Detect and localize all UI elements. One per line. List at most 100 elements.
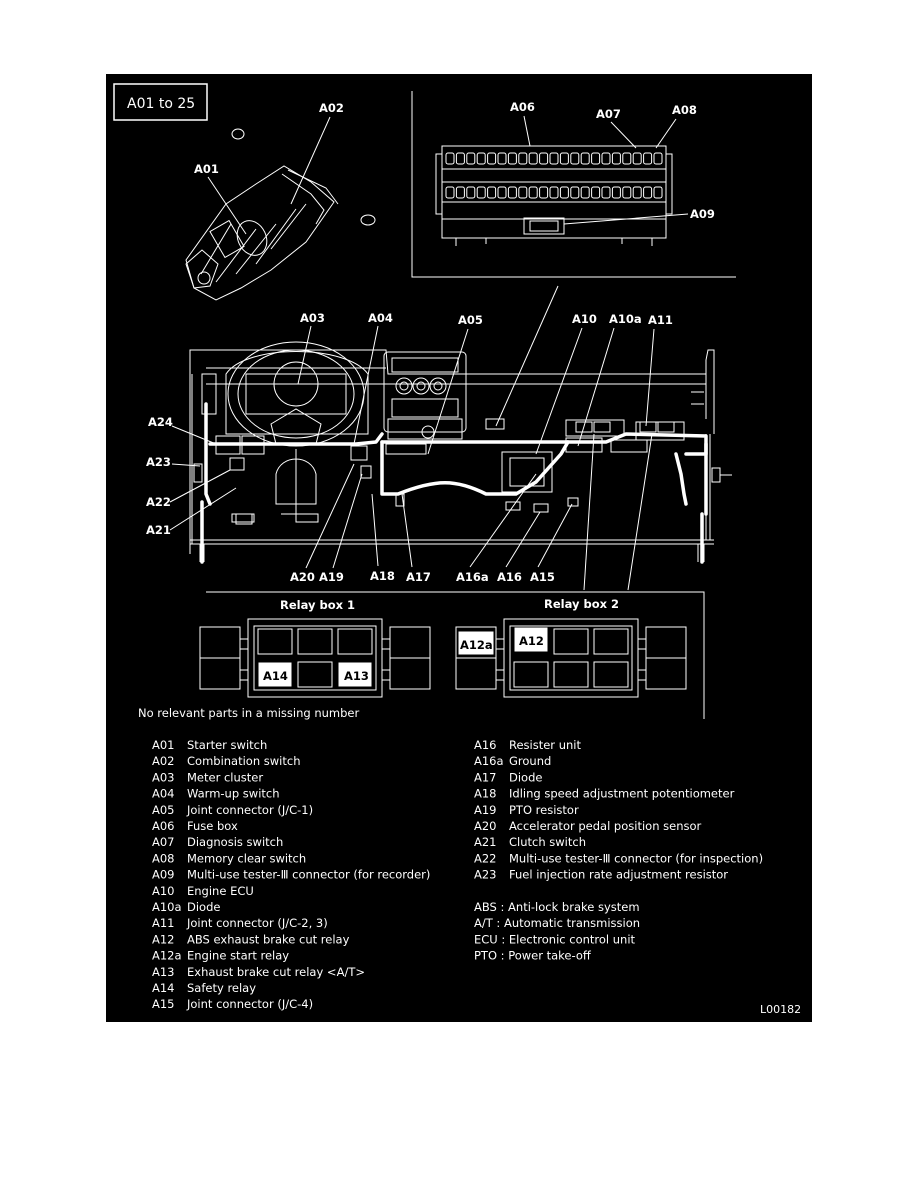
fuse-slot: [570, 186, 580, 199]
fuse-slot: [497, 186, 507, 199]
fuse-slot: [632, 186, 642, 199]
relay-slot-a12: A12: [519, 634, 544, 648]
callout-a11: A11: [648, 313, 673, 327]
legend-code: A12: [152, 932, 175, 946]
fuse-slot: [580, 186, 590, 199]
callout-a05: A05: [458, 313, 483, 327]
fuse-slot: [528, 186, 538, 199]
legend-code: A07: [152, 835, 175, 849]
legend-description: Exhaust brake cut relay <A/T>: [187, 965, 365, 979]
callout-a24: A24: [148, 415, 173, 429]
callout-labels: A01 A02 A06 A07 A08 A09 A03 A04 A05 A10 …: [146, 100, 715, 591]
fuse-slot: [466, 186, 476, 199]
legend-description: Accelerator pedal position sensor: [509, 819, 702, 833]
legend-description: Resister unit: [509, 738, 581, 752]
fuse-slot: [591, 186, 601, 199]
legend-code: A22: [474, 851, 497, 865]
callout-a18: A18: [370, 569, 395, 583]
relay-slot-a13: A13: [344, 669, 369, 683]
fuse-slot: [455, 152, 465, 165]
legend-description: ABS exhaust brake cut relay: [187, 932, 350, 946]
legend-description: Multi-use tester-Ⅲ connector (for record…: [187, 868, 430, 882]
legend-code: A18: [474, 787, 497, 801]
fuse-slot: [591, 152, 601, 165]
legend-description: Joint connector (J/C-1): [186, 803, 313, 817]
title-box: [113, 83, 208, 121]
callout-a02: A02: [319, 101, 344, 115]
legend-code: A19: [474, 803, 497, 817]
legend-code: A15: [152, 997, 175, 1011]
legend-code: A05: [152, 803, 175, 817]
fuse-slot: [528, 152, 538, 165]
callout-a04: A04: [368, 311, 393, 325]
fuse-slot: [549, 186, 559, 199]
legend-code: A21: [474, 835, 497, 849]
legend-code: A04: [152, 787, 175, 801]
fuse-slot: [455, 186, 465, 199]
legend-description: Fuel injection rate adjustment resistor: [509, 868, 728, 882]
fuse-slot: [518, 186, 528, 199]
fuse-slot: [570, 152, 580, 165]
callout-a03: A03: [300, 311, 325, 325]
legend-description: Ground: [509, 754, 551, 768]
legend-code: A10a: [152, 900, 182, 914]
legend-code: A06: [152, 819, 175, 833]
callout-a23: A23: [146, 455, 171, 469]
callout-a21: A21: [146, 523, 171, 537]
abbreviation-entry: ABS : Anti-lock brake system: [474, 900, 640, 914]
callout-a16a: A16a: [456, 570, 489, 584]
fuse-slot: [445, 186, 455, 199]
callout-a19: A19: [319, 570, 344, 584]
missing-number-note: No relevant parts in a missing number: [138, 706, 359, 720]
fuse-slot: [622, 186, 632, 199]
relay-box-2-title: Relay box 2: [544, 597, 619, 611]
legend-code: A14: [152, 981, 175, 995]
legend-description: Engine ECU: [187, 884, 254, 898]
callout-a09: A09: [690, 207, 715, 221]
abbreviation-entry: ECU : Electronic control unit: [474, 932, 636, 946]
fuse-slot: [580, 152, 590, 165]
legend-description: Fuse box: [187, 819, 238, 833]
fuse-slot: [632, 152, 642, 165]
component-location-diagram: A01 to 25: [113, 83, 801, 1016]
legend-code: A20: [474, 819, 497, 833]
fuse-slot: [507, 186, 517, 199]
legend-description: Engine start relay: [187, 949, 289, 963]
fuse-slot: [601, 186, 611, 199]
legend-code: A16: [474, 738, 497, 752]
dashboard-illustration: [189, 341, 732, 564]
legend-code: A09: [152, 868, 175, 882]
fuse-slot: [643, 152, 653, 165]
legend-code: A03: [152, 770, 175, 784]
abbreviation-entry: A/T : Automatic transmission: [474, 916, 640, 930]
fuse-slot: [445, 152, 455, 165]
fuse-slot: [559, 186, 569, 199]
legend-description: Combination switch: [187, 754, 301, 768]
fuse-slot: [653, 186, 663, 199]
legend-code: A02: [152, 754, 175, 768]
legend-description: Diode: [509, 770, 542, 784]
callout-a10a: A10a: [609, 312, 642, 326]
callout-a20: A20: [290, 570, 315, 584]
legend-description: Clutch switch: [509, 835, 586, 849]
callout-a07: A07: [596, 107, 621, 121]
callout-a22: A22: [146, 495, 171, 509]
relay-box-1-title: Relay box 1: [280, 598, 355, 612]
fuse-slot: [622, 152, 632, 165]
fuse-slot: [497, 152, 507, 165]
fuse-slot: [487, 152, 497, 165]
callout-a17: A17: [406, 570, 431, 584]
fuse-slot: [466, 152, 476, 165]
legend-description: Joint connector (J/C-2, 3): [186, 916, 328, 930]
title-text: A01 to 25: [127, 96, 195, 112]
fuse-slot: [539, 186, 549, 199]
diagram-panel: A01 to 25: [106, 74, 812, 1022]
fuse-slot: [539, 152, 549, 165]
callout-a06: A06: [510, 100, 535, 114]
legend-code: A10: [152, 884, 175, 898]
legend-description: Idling speed adjustment potentiometer: [509, 787, 735, 801]
legend-description: Warm-up switch: [187, 787, 280, 801]
legend-code: A23: [474, 868, 497, 882]
